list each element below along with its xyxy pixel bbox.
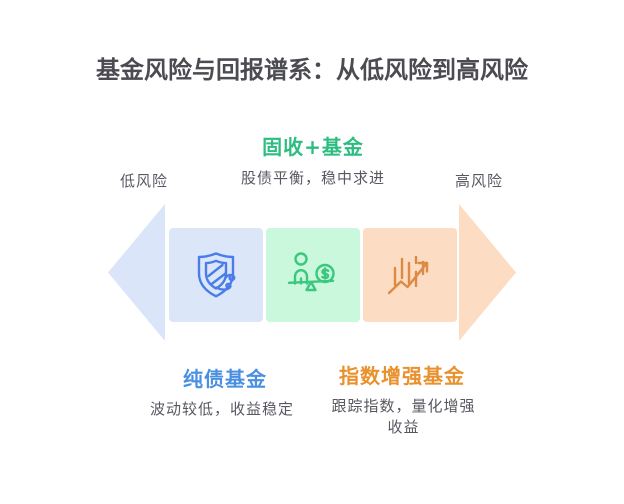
shield-wind-icon bbox=[188, 247, 244, 303]
low-risk-label: 低风险 bbox=[119, 172, 168, 190]
fund-box-index-enhanced bbox=[363, 228, 457, 322]
fund-name-index-enhanced: 指数增强基金 bbox=[339, 364, 465, 388]
right-arrowhead-icon bbox=[459, 204, 516, 341]
fund-name-pure-bond: 纯债基金 bbox=[183, 367, 267, 391]
fund-box-fixed-income-plus bbox=[266, 228, 360, 322]
page-title: 基金风险与回报谱系：从低风险到高风险 bbox=[96, 56, 528, 84]
rising-chart-arrow-icon bbox=[382, 247, 438, 303]
fund-name-gushou: 固收+基金 bbox=[262, 135, 364, 159]
person-coin-balance-icon bbox=[285, 247, 341, 303]
fund-desc-gushou: 股债平衡，稳中求进 bbox=[240, 169, 385, 187]
fund-box-pure-bond bbox=[169, 228, 263, 322]
fund-desc-index-enhanced: 跟踪指数，量化增强收益 bbox=[331, 397, 476, 436]
fund-desc-pure-bond: 波动较低，收益稳定 bbox=[149, 400, 294, 418]
left-arrowhead-icon bbox=[108, 204, 165, 341]
high-risk-label: 高风险 bbox=[454, 172, 503, 190]
